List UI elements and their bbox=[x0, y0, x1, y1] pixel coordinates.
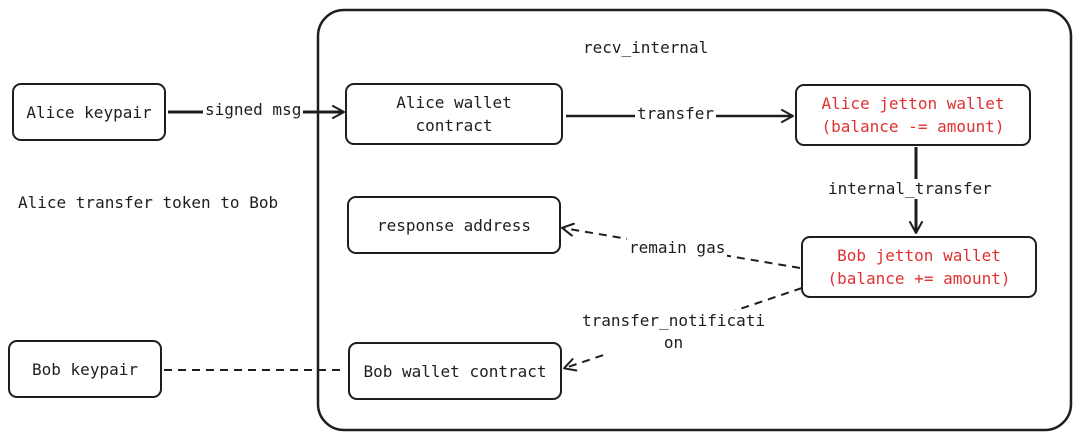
bob-jetton-wallet-label-line2: (balance += amount) bbox=[827, 269, 1011, 288]
alice-wallet-contract-label-line1: Alice wallet bbox=[396, 93, 512, 112]
internal-transfer-label: internal_transfer bbox=[826, 179, 994, 199]
bob-keypair-node: Bob keypair bbox=[8, 340, 162, 398]
bob-keypair-label: Bob keypair bbox=[32, 359, 138, 379]
alice-jetton-wallet-node: Alice jetton wallet (balance -= amount) bbox=[795, 84, 1031, 146]
transfer-notification-label-line2: on bbox=[663, 333, 684, 352]
alice-keypair-label: Alice keypair bbox=[26, 102, 152, 122]
bob-wallet-contract-node: Bob wallet contract bbox=[348, 342, 562, 400]
recv-internal-container bbox=[316, 8, 1073, 432]
container-title: recv_internal bbox=[583, 38, 709, 57]
alice-wallet-contract-node: Alice wallet contract bbox=[345, 83, 563, 145]
diagram-caption: Alice transfer token to Bob bbox=[18, 193, 279, 212]
response-address-node: response address bbox=[347, 196, 561, 254]
remain-gas-label: remain gas bbox=[627, 238, 728, 258]
bob-jetton-wallet-node: Bob jetton wallet (balance += amount) bbox=[801, 236, 1037, 298]
response-address-label: response address bbox=[376, 215, 532, 235]
alice-wallet-contract-label-line2: contract bbox=[415, 116, 493, 135]
alice-jetton-wallet-label-line1: Alice jetton wallet bbox=[821, 94, 1005, 113]
transfer-label: transfer bbox=[635, 104, 717, 124]
transfer-notification-label-line1: transfer_notificati bbox=[582, 311, 766, 330]
transfer-notification-label: transfer_notificati on bbox=[580, 310, 768, 354]
alice-jetton-wallet-label-line2: (balance -= amount) bbox=[821, 117, 1005, 136]
alice-keypair-node: Alice keypair bbox=[12, 83, 166, 141]
signed-msg-label: signed msg bbox=[203, 100, 304, 120]
remain-gas-arrow bbox=[561, 222, 801, 269]
bob-wallet-contract-label: Bob wallet contract bbox=[363, 361, 547, 381]
bob-jetton-wallet-label-line1: Bob jetton wallet bbox=[837, 246, 1001, 265]
